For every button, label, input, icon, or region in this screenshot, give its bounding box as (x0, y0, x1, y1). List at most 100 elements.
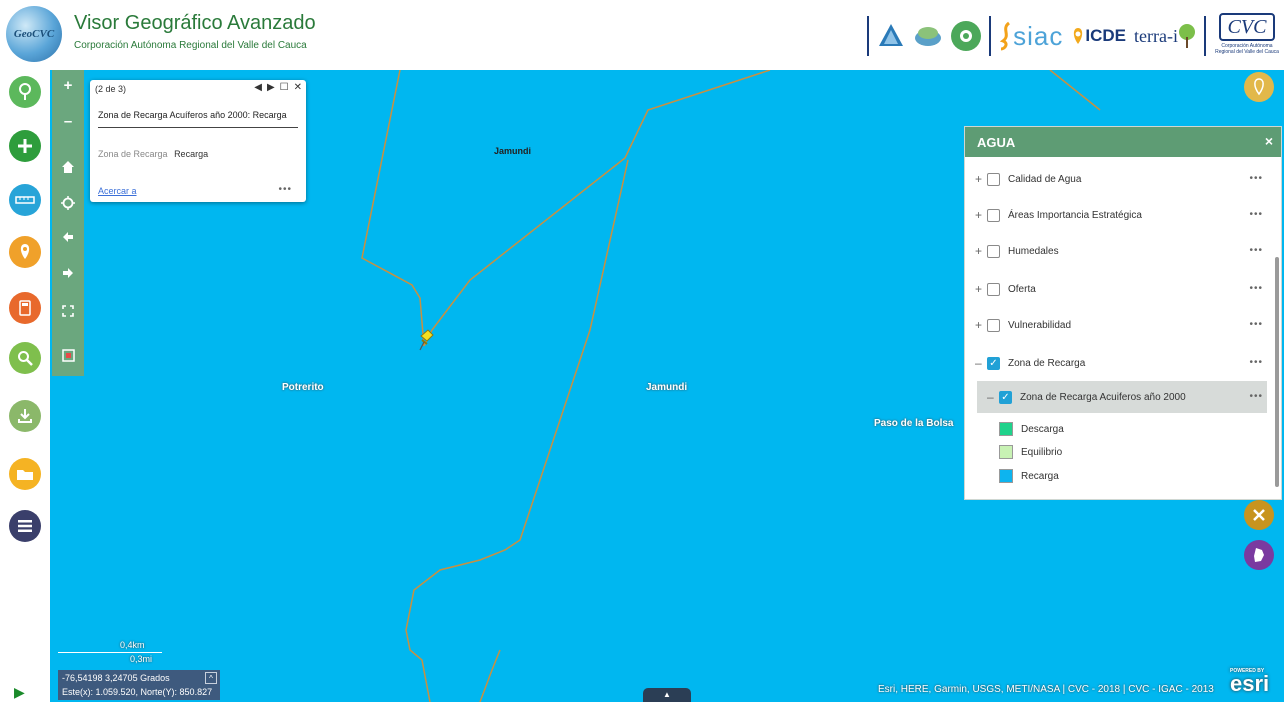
layer-checkbox[interactable] (987, 172, 1000, 186)
icde-logo[interactable]: ICDE (1071, 26, 1126, 46)
zoom-to-link[interactable]: Acercar a (98, 186, 137, 196)
add-data-icon[interactable] (9, 130, 41, 162)
expand-toggle-icon[interactable]: + (975, 208, 983, 222)
popup-more-icon[interactable]: ••• (278, 184, 292, 195)
geocvc-logo[interactable]: GeoCVC (6, 6, 62, 62)
layer-options-icon[interactable]: ••• (1249, 357, 1263, 368)
back-icon[interactable] (52, 222, 84, 252)
calculator-icon[interactable] (9, 292, 41, 324)
search-icon[interactable] (9, 342, 41, 374)
layer-row[interactable]: + Vulnerabilidad ••• (975, 311, 1267, 339)
coordinate-display[interactable]: -76,54198 3,24705 Grados Este(x): 1.059.… (58, 670, 220, 700)
icde-text: ICDE (1085, 26, 1127, 45)
close-icon[interactable]: × (1264, 133, 1273, 149)
expand-toggle-icon[interactable]: + (975, 244, 983, 258)
layer-options-icon[interactable]: ••• (1249, 245, 1263, 256)
zoom-in-icon[interactable]: + (63, 76, 73, 94)
attribute-key: Zona de Recarga (98, 149, 168, 159)
boundary-line (479, 649, 501, 702)
layer-checkbox[interactable] (987, 244, 1000, 258)
legend-swatch (999, 469, 1013, 483)
panel-title: AGUA (977, 135, 1016, 150)
popup-attribute: Zona de Recarga Recarga (98, 149, 208, 159)
tools-widget-icon[interactable] (1244, 500, 1274, 530)
collapse-toggle-icon[interactable]: – (987, 390, 994, 404)
layer-row[interactable]: + Áreas Importancia Estratégica ••• (975, 201, 1267, 229)
scale-line (58, 652, 162, 653)
locate-me-icon[interactable] (52, 188, 84, 218)
collapse-toggle-icon[interactable]: – (975, 356, 982, 370)
environment-logo-icon[interactable] (951, 21, 982, 51)
locate-icon[interactable] (9, 236, 41, 268)
expand-toggle-icon[interactable]: + (975, 282, 983, 296)
bottom-panel-toggle[interactable]: ▲ (643, 688, 691, 702)
sublayer-row[interactable]: – ✓ Zona de Recarga Acuiferos año 2000 •… (977, 381, 1267, 413)
location-widget-icon[interactable] (1244, 72, 1274, 102)
identify-icon[interactable] (9, 76, 41, 108)
forward-icon[interactable] (52, 258, 84, 288)
scale-km-label: 0,4km (120, 640, 145, 650)
close-icon[interactable]: ✕ (293, 82, 302, 93)
maximize-icon[interactable]: ☐ (279, 82, 289, 93)
overview-icon[interactable] (52, 340, 84, 370)
layer-checkbox[interactable] (987, 318, 1000, 332)
siac-logo[interactable]: siac (999, 21, 1063, 52)
download-icon[interactable] (9, 400, 41, 432)
cvc-logo[interactable]: CVC Corporación Autónoma Regional del Va… (1214, 13, 1280, 59)
layer-row[interactable]: – ✓ Zona de Recarga ••• (975, 349, 1267, 377)
esri-powered-label: POWERED BY (1230, 668, 1265, 674)
terra-text: terra-i (1134, 25, 1178, 46)
attribute-value: Recarga (174, 149, 209, 159)
layer-label: Oferta (1008, 283, 1036, 295)
map-tool-logo-icon[interactable] (877, 22, 905, 50)
layer-options-icon[interactable]: ••• (1249, 173, 1263, 184)
map-attribution: Esri, HERE, Garmin, USGS, METI/NASA | CV… (878, 684, 1214, 695)
place-label: Jamundi (646, 382, 688, 393)
expand-toggle-icon[interactable]: + (975, 172, 983, 186)
fullscreen-icon[interactable] (52, 296, 84, 326)
left-toolbar: ▶ (0, 70, 50, 702)
popup-feature-count: (2 de 3) (95, 84, 127, 94)
layer-checkbox-checked[interactable]: ✓ (999, 390, 1012, 404)
measure-icon[interactable] (9, 184, 41, 216)
folder-icon[interactable] (9, 458, 41, 490)
layer-row[interactable]: + Calidad de Agua ••• (975, 165, 1267, 193)
esri-logo: POWERED BY esri (1230, 668, 1269, 696)
layer-options-icon[interactable]: ••• (1249, 283, 1263, 294)
next-feature-icon[interactable]: ▶ (266, 82, 275, 93)
boundary-line (1049, 70, 1101, 111)
layer-checkbox-checked[interactable]: ✓ (987, 356, 1000, 370)
layer-row[interactable]: + Oferta ••• (975, 275, 1267, 303)
boundary-line (361, 70, 425, 347)
menu-icon[interactable] (9, 510, 41, 542)
layer-list-panel: AGUA × + Calidad de Agua ••• + Áreas Imp… (964, 126, 1282, 500)
logo-text: GeoCVC (13, 28, 55, 40)
layer-label: Humedales (1008, 245, 1059, 257)
layer-options-icon[interactable]: ••• (1249, 319, 1263, 330)
expand-panel-icon[interactable]: ▶ (14, 684, 25, 700)
panel-scrollbar[interactable] (1275, 257, 1279, 487)
app-header: GeoCVC Visor Geográfico Avanzado Corpora… (0, 0, 1284, 70)
scale-bar: 0,4km 0,3mi (58, 640, 168, 664)
layer-checkbox[interactable] (987, 208, 1000, 222)
legend-swatch (999, 445, 1013, 459)
layer-options-icon[interactable]: ••• (1249, 391, 1263, 402)
popup-title: Zona de Recarga Acuíferos año 2000: Reca… (98, 110, 298, 128)
map-region-widget-icon[interactable] (1244, 540, 1274, 570)
layers-logo-icon[interactable] (913, 22, 943, 50)
expand-toggle-icon[interactable]: + (975, 318, 983, 332)
layer-row[interactable]: + Humedales ••• (975, 237, 1267, 265)
zoom-out-icon[interactable]: – (63, 112, 73, 130)
logo-separator (989, 16, 992, 56)
layer-options-icon[interactable]: ••• (1249, 209, 1263, 220)
terra-logo[interactable]: terra-i (1134, 23, 1196, 49)
legend-swatch (999, 422, 1013, 436)
pushpin-icon[interactable] (419, 329, 434, 351)
logo-separator (1204, 16, 1206, 56)
legend-item: Equilibrio (999, 445, 1062, 459)
layer-checkbox[interactable] (987, 282, 1000, 296)
home-icon[interactable] (52, 152, 84, 182)
chevron-up-icon[interactable]: ^ (205, 672, 217, 684)
boundary-line (423, 70, 771, 347)
previous-feature-icon[interactable]: ◀ (254, 82, 262, 93)
